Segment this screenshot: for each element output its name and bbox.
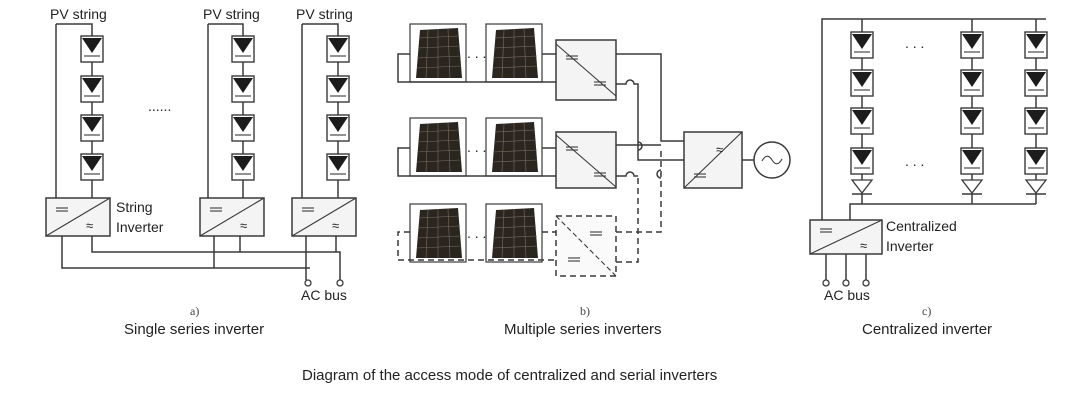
ellipsis: ...... <box>148 98 171 114</box>
pv-cell <box>850 69 874 97</box>
panel-a-sub-label: a) <box>190 304 199 318</box>
pv-cell <box>326 75 350 103</box>
dots-top: . . . <box>905 35 924 51</box>
pv-panel <box>409 117 467 177</box>
string-inverter-label-line1: String <box>116 199 153 215</box>
pv-cell <box>960 31 984 59</box>
pv-cell <box>326 35 350 63</box>
pv-panel <box>409 23 467 83</box>
pv-cell <box>326 153 350 181</box>
dots: . . . <box>467 45 486 61</box>
pv-string-1 <box>55 23 104 198</box>
centralized-inverter-box: ≈ <box>809 219 883 255</box>
pv-cell <box>231 35 255 63</box>
pv-cell <box>960 147 984 175</box>
dc-bus-wiring-b <box>616 53 684 263</box>
string-inverter-2: ≈ <box>199 197 265 237</box>
pv-array-row-3: . . . <box>397 203 617 277</box>
dots: . . . <box>467 225 486 241</box>
pv-cell <box>80 35 104 63</box>
panel-a-single-series-inverter: PV string PV string PV string ...... <box>45 6 357 338</box>
blocking-diode-icon <box>850 179 874 195</box>
panel-c-sub-label: c) <box>922 304 931 318</box>
string-inverter-label-line2: Inverter <box>116 219 164 235</box>
pv-cell <box>960 69 984 97</box>
pv-panel <box>409 203 467 263</box>
pv-array-row-1: . . . <box>397 23 617 101</box>
ac-bus-label-c: AC bus <box>824 287 870 303</box>
pv-cell <box>80 153 104 181</box>
ac-symbol: ≈ <box>240 218 247 233</box>
pv-cell <box>1024 147 1048 175</box>
pv-cell <box>960 107 984 135</box>
svg-text:≈: ≈ <box>716 142 723 157</box>
pv-string-3 <box>301 23 350 198</box>
pv-panel <box>485 23 543 83</box>
pv-string-label-3: PV string <box>296 6 353 22</box>
ac-symbol: ≈ <box>332 218 339 233</box>
centralized-inverter-label-line1: Centralized <box>886 218 957 234</box>
pv-cell <box>80 75 104 103</box>
panel-b-caption: Multiple series inverters <box>504 321 662 338</box>
pv-cell <box>850 147 874 175</box>
ac-bus-wiring-c <box>822 254 870 287</box>
pv-cell <box>80 114 104 142</box>
centralized-inverter-label-line2: Inverter <box>886 238 934 254</box>
string-inverter-3: ≈ <box>291 197 357 237</box>
figure-title: Diagram of the access mode of centralize… <box>302 367 717 384</box>
pv-panel <box>485 117 543 177</box>
pv-array-row-2: . . . <box>397 117 617 189</box>
pv-cell <box>231 114 255 142</box>
svg-text:≈: ≈ <box>860 238 867 253</box>
pv-string-label-2: PV string <box>203 6 260 22</box>
pv-string-c3 <box>1024 31 1048 204</box>
panel-c-centralized-inverter: . . . . . . <box>809 18 1048 338</box>
panel-b-sub-label: b) <box>580 304 590 318</box>
pv-cell <box>1024 107 1048 135</box>
pv-cell <box>1024 69 1048 97</box>
pv-string-2 <box>207 23 255 198</box>
pv-cell <box>326 114 350 142</box>
pv-cell <box>231 153 255 181</box>
ac-bus-label-a: AC bus <box>301 287 347 303</box>
pv-cell <box>231 75 255 103</box>
blocking-diode-icon <box>960 179 984 195</box>
pv-cell <box>850 31 874 59</box>
panel-b-multiple-series-inverters: . . . . . . . . . <box>397 23 791 338</box>
pv-cell <box>850 107 874 135</box>
dots: . . . <box>467 139 486 155</box>
panel-c-caption: Centralized inverter <box>862 321 992 338</box>
pv-string-c2 <box>960 31 984 204</box>
blocking-diode-icon <box>1024 179 1048 195</box>
ac-bus-wiring-a <box>61 236 344 287</box>
pv-string-label-1: PV string <box>50 6 107 22</box>
ac-grid-source-icon <box>753 141 791 179</box>
central-inverter-b: ≈ <box>683 131 743 189</box>
ac-symbol: ≈ <box>86 218 93 233</box>
panel-a-caption: Single series inverter <box>124 321 264 338</box>
pv-cell <box>1024 31 1048 59</box>
string-inverter-1: ≈ <box>45 197 111 237</box>
pv-string-c1 <box>850 31 874 204</box>
pv-panel <box>485 203 543 263</box>
dots-bottom: . . . <box>905 153 924 169</box>
